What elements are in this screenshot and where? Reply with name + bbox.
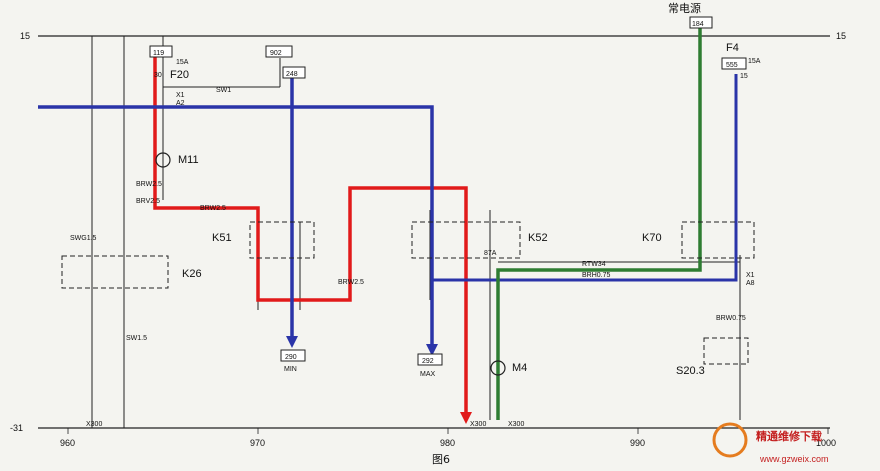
relay-k51-label: K51	[212, 232, 232, 244]
rail-15-label: 15	[20, 31, 30, 41]
axis-990: 990	[630, 438, 645, 448]
rail-15-label-right: 15	[836, 31, 846, 41]
motor-m4-symbol	[490, 360, 506, 376]
switch-s20-label: S20.3	[676, 365, 705, 377]
wire-sw15: SW1.5	[126, 335, 147, 342]
wire-brv25: BRV2.5	[136, 198, 160, 205]
watermark-logo	[712, 422, 748, 458]
constant-power-label: 常电源	[668, 1, 701, 15]
axis-ticks	[67, 428, 829, 434]
relay-k70-label: K70	[642, 232, 662, 244]
fuse-f4: F4	[726, 42, 739, 54]
terminal-119: 119	[153, 50, 164, 57]
fuse-f20-rating: 15A	[176, 59, 189, 66]
fuse-f20: F20	[170, 69, 189, 81]
red-circuit	[153, 54, 468, 418]
terminal-555: 555	[726, 62, 738, 69]
relay-k52-label: K52	[528, 232, 548, 244]
terminal-248: 248	[286, 71, 298, 78]
terminal-290-box	[280, 349, 306, 362]
motor-m11-label: M11	[178, 154, 199, 166]
blue-circuit-max	[38, 105, 434, 350]
terminal-902: 902	[270, 50, 282, 57]
axis-960: 960	[60, 438, 75, 448]
terminal-290: 290	[285, 354, 297, 361]
terminal-184-box	[689, 16, 713, 29]
green-circuit	[496, 28, 702, 420]
terminal-902-box	[265, 45, 293, 58]
relay-box-k51	[249, 221, 315, 259]
connector-x1-b: X1	[746, 272, 755, 279]
wire-brw25-b: BRW2.5	[200, 205, 226, 212]
switch-box-s20	[703, 337, 749, 365]
watermark-name: 精通维修下载	[756, 429, 822, 443]
terminal-184: 184	[692, 21, 704, 28]
axis-1000: 1000	[816, 438, 836, 448]
wire-brw25-a: BRW2.5	[136, 181, 162, 188]
connector-x300-b: X300	[470, 421, 486, 428]
fuse-f4-rating: 15A	[748, 58, 761, 65]
connector-a2: A2	[176, 100, 185, 107]
connector-x300-c: X300	[508, 421, 524, 428]
axis-970: 970	[250, 438, 265, 448]
relay-box-k70	[681, 221, 755, 259]
wire-rtw34: RTW34	[582, 261, 606, 268]
fuse-f4-pin: 15	[740, 73, 748, 80]
wire-sw1: SW1	[216, 87, 231, 94]
relay-k52-pin: 87A	[484, 250, 497, 257]
fuse-f20-pin: 30	[154, 72, 162, 79]
output-max: MAX	[420, 371, 436, 378]
red-arrow	[460, 412, 472, 424]
motor-m4-label: M4	[512, 362, 527, 374]
motor-m11-symbol	[155, 152, 171, 168]
relay-k26-label: K26	[182, 268, 202, 280]
connector-x1-a: X1	[176, 92, 185, 99]
terminal-555-box	[721, 57, 747, 70]
terminal-292-box	[417, 353, 443, 366]
terminal-292: 292	[422, 358, 434, 365]
rail-31-label: -31	[10, 423, 23, 433]
blue-circuit-f4	[432, 74, 738, 282]
output-min: MIN	[284, 366, 297, 373]
connector-x300-a: X300	[86, 421, 102, 428]
blue-arrow-min	[286, 336, 298, 348]
watermark-url: www.gzweix.com	[759, 454, 829, 464]
figure-caption: 图6	[432, 453, 450, 466]
terminal-248-box	[282, 66, 306, 79]
wire-brw25-c: BRW2.5	[338, 279, 364, 286]
blue-arrow-max	[426, 344, 438, 356]
wire-brh075: BRH0.75	[582, 272, 611, 279]
wire-swg15: SWG1.5	[70, 235, 97, 242]
axis-980: 980	[440, 438, 455, 448]
wire-brw075: BRW0.75	[716, 315, 746, 322]
relay-box-k26	[61, 255, 169, 289]
connector-a8: A8	[746, 280, 755, 287]
terminal-119-box	[149, 45, 173, 58]
